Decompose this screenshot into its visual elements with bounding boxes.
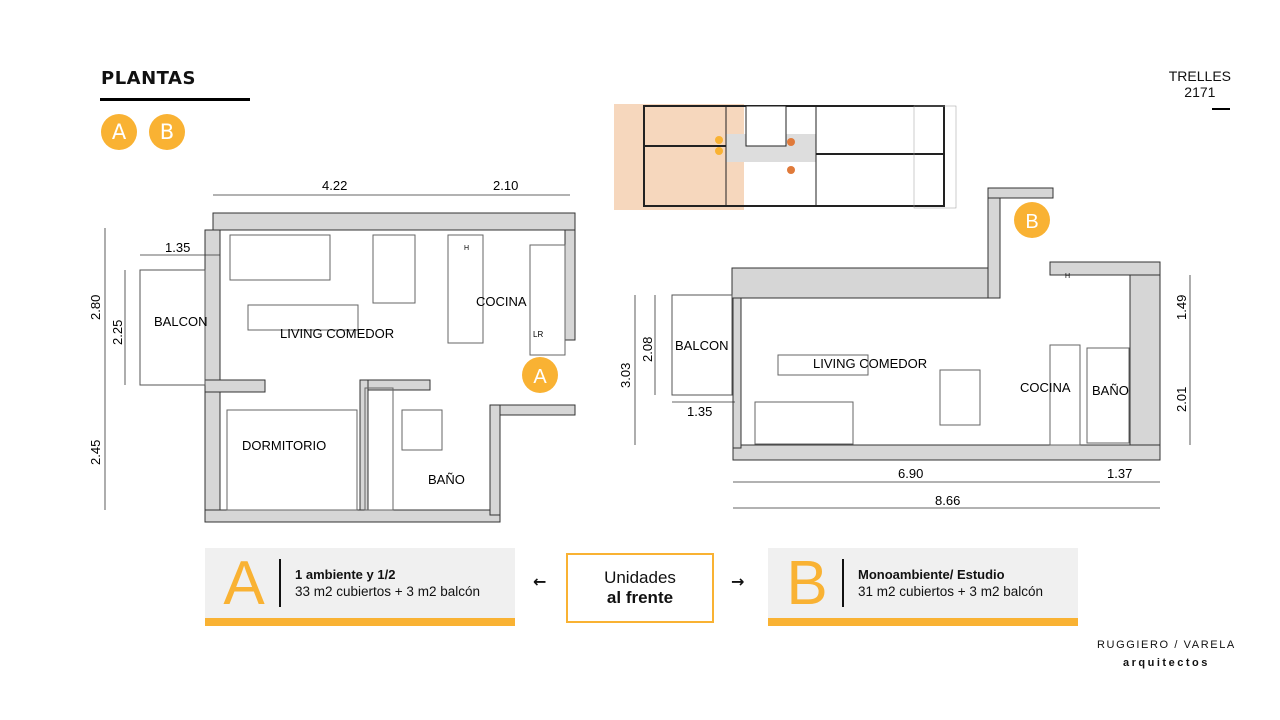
plan-b-badge-letter: B [1025, 211, 1038, 233]
coffee-table [777, 354, 869, 376]
dim-bottom-total: 8.66 [935, 493, 960, 508]
dim-left-balcony: 2.08 [640, 337, 655, 362]
plan-b-walls [731, 187, 1161, 461]
arrow-left-icon: ← [533, 572, 547, 591]
plan-b: 3.03 2.08 1.35 6.90 1.37 8.66 1.49 2.01 … [618, 187, 1191, 509]
dim-bottom-2: 1.37 [1107, 466, 1132, 481]
plan-b-badge [1014, 202, 1050, 238]
arrow-right-icon: → [731, 572, 745, 591]
card-subtitle: 33 m2 cubiertos + 3 m2 balcón [295, 584, 480, 599]
room-cocina: COCINA [476, 294, 527, 309]
firm-name: RUGGIERO / VARELA [1097, 639, 1236, 651]
room-lr: LR [533, 330, 543, 339]
plan-a-walls [204, 212, 576, 523]
dining-table [372, 234, 416, 304]
kitchen-appliances [529, 244, 566, 356]
dim-bottom-1: 6.90 [898, 466, 923, 481]
firm-subtitle: arquitectos [1123, 657, 1210, 669]
card-separator [842, 559, 844, 607]
units-front-box: Unidades al frente [566, 553, 714, 623]
card-title: Monoambiente/ Estudio [858, 567, 1005, 582]
page-title: PLANTAS [101, 68, 196, 89]
project-divider [1212, 108, 1230, 110]
sofa [754, 401, 854, 445]
room-bano: BAÑO [428, 472, 465, 487]
key-plan-stair [745, 105, 787, 147]
room-dormitorio: DORMITORIO [242, 438, 326, 453]
plan-b-dimensions [634, 275, 1191, 509]
plan-a-badge-letter: A [533, 366, 547, 388]
key-plan-highlight [614, 104, 744, 210]
unit-a-card: A 1 ambiente y 1/2 33 m2 cubiertos + 3 m… [205, 548, 515, 626]
firm-logo: RUGGIERO / VARELA arquitectos [1097, 636, 1236, 672]
dim-right-2: 2.01 [1174, 387, 1189, 412]
room-bano: BAÑO [1092, 383, 1129, 398]
project-street: TRELLES [1168, 68, 1231, 84]
key-plan-d-marker [787, 166, 795, 174]
dim-balcony-width: 1.35 [165, 240, 190, 255]
card-subtitle: 31 m2 cubiertos + 3 m2 balcón [858, 584, 1043, 599]
plan-a-balcony [139, 269, 206, 386]
wardrobe [364, 387, 394, 511]
kitchen-counter [1049, 344, 1081, 446]
card-title: 1 ambiente y 1/2 [295, 567, 396, 582]
dim-left-total: 3.03 [618, 363, 633, 388]
label-h: H [1065, 273, 1070, 280]
unit-b-card: B Monoambiente/ Estudio 31 m2 cubiertos … [768, 548, 1078, 626]
key-plan [614, 104, 957, 210]
card-letter: A [223, 548, 265, 618]
bathroom [1086, 347, 1130, 444]
dim-left-total: 2.80 [88, 295, 103, 320]
dining-table [939, 369, 981, 426]
unit-b-badge[interactable]: B [149, 114, 185, 150]
unit-a-badge[interactable]: A [101, 114, 137, 150]
title-divider [100, 98, 250, 101]
room-cocina: COCINA [1020, 380, 1071, 395]
project-name: TRELLES 2171 [1169, 68, 1231, 100]
coffee-table [247, 304, 359, 331]
front-label: al frente [606, 588, 674, 607]
label-h: H [464, 245, 469, 252]
dim-left-bottom: 2.45 [88, 440, 103, 465]
card-separator [279, 559, 281, 607]
key-plan-outline [643, 105, 945, 207]
card-letter: B [786, 548, 828, 618]
shower [401, 409, 443, 451]
key-plan-b-marker [715, 147, 723, 155]
project-number: 2171 [1184, 84, 1216, 100]
room-balcon: BALCON [675, 338, 728, 353]
room-balcon: BALCON [154, 314, 207, 329]
plan-b-balcony [671, 294, 733, 396]
room-living-comedor: LIVING COMEDOR [813, 356, 927, 371]
plan-a-dimensions [104, 194, 570, 510]
bed [226, 409, 358, 511]
room-living-comedor: LIVING COMEDOR [280, 326, 394, 341]
dim-balcony-width: 1.35 [687, 404, 712, 419]
plan-a: 4.22 2.10 1.35 2.80 2.25 2.45 BALCON LIV… [88, 178, 576, 523]
kitchen-counter [447, 234, 484, 344]
dim-left-balcony: 2.25 [110, 320, 125, 345]
dim-top-2: 2.10 [493, 178, 518, 193]
plan-a-badge [522, 357, 558, 393]
key-plan-c-marker [787, 138, 795, 146]
units-label: Unidades [604, 568, 676, 587]
dim-right-1: 1.49 [1174, 295, 1189, 320]
sofa [229, 234, 331, 281]
dim-top-1: 4.22 [322, 178, 347, 193]
key-plan-a-marker [715, 136, 723, 144]
